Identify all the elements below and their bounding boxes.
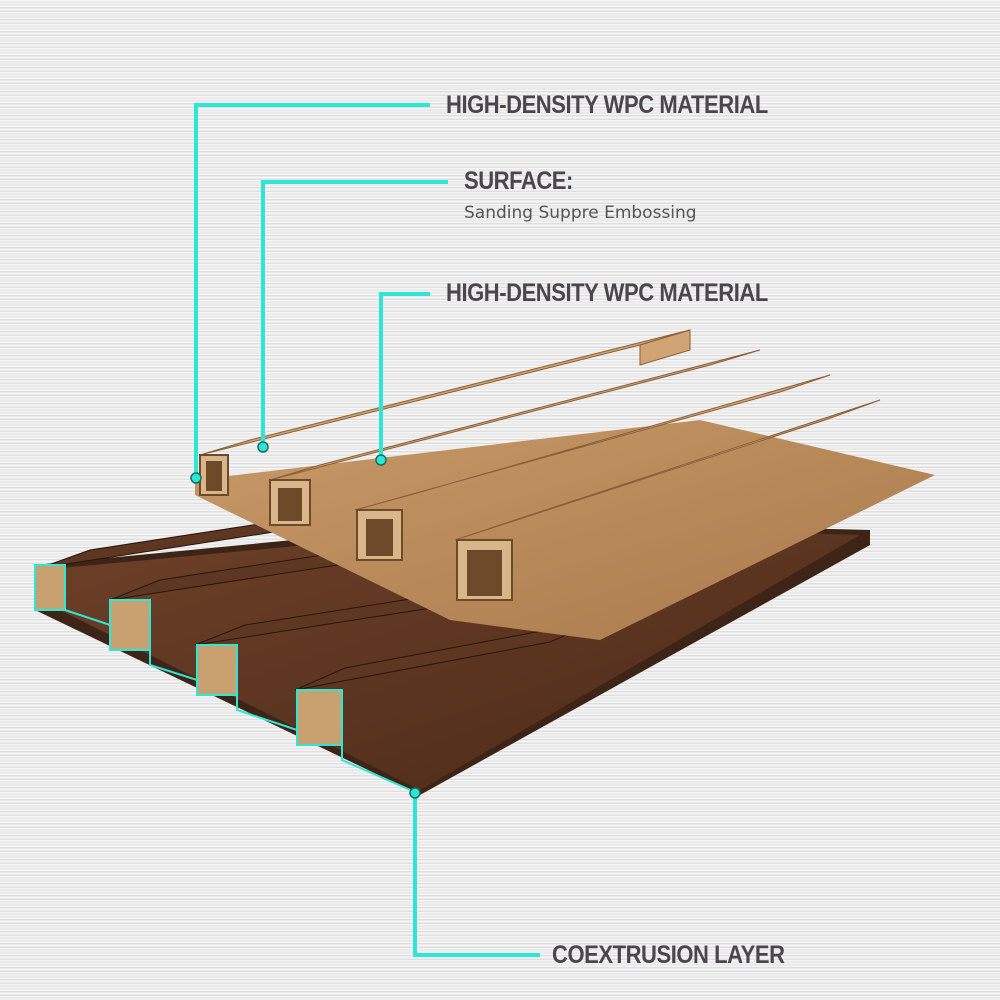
label-surface-detail: Sanding Suppre Embossing xyxy=(464,203,697,223)
leader-line-coextrusion xyxy=(413,793,540,957)
leader-line-mid-material xyxy=(379,292,430,460)
leader-line-surface xyxy=(261,180,448,447)
label-mid-material: HIGH-DENSITY WPC MATERIAL xyxy=(446,279,768,307)
light-panel xyxy=(195,329,935,640)
label-top-material: HIGH-DENSITY WPC MATERIAL xyxy=(446,91,768,119)
marker-dot xyxy=(375,454,387,466)
marker-dot xyxy=(257,441,269,453)
label-coextrusion: COEXTRUSION LAYER xyxy=(552,941,785,969)
marker-dot xyxy=(409,787,421,799)
label-surface-title: SURFACE: xyxy=(464,167,573,195)
leader-line-top-material xyxy=(194,103,430,478)
marker-dot xyxy=(190,472,202,484)
